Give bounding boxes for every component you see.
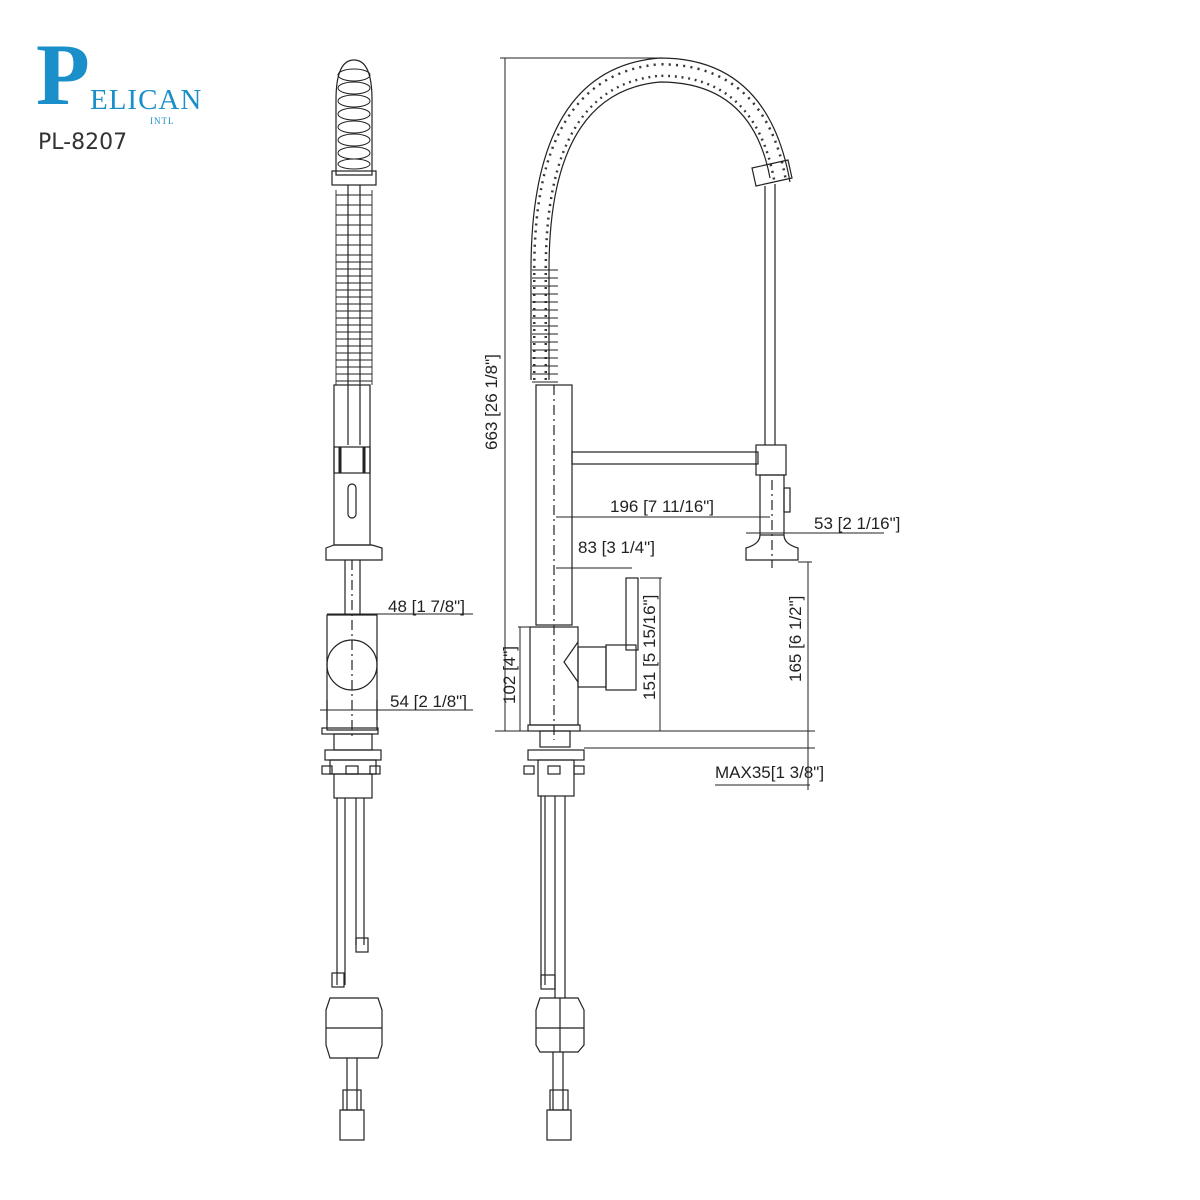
dim-overall-height: 663 [26 1/8"] bbox=[482, 354, 501, 450]
dimension-lines bbox=[495, 57, 884, 790]
dim-spray-clearance: 165 [6 1/2"] bbox=[786, 595, 805, 682]
dim-spray-head-diameter: 53 [2 1/16"] bbox=[814, 514, 901, 533]
dim-body-height: 102 [4"] bbox=[500, 645, 519, 704]
front-coil-lower bbox=[335, 190, 373, 385]
side-view bbox=[495, 57, 884, 1141]
dim-handle-reach: 83 [3 1/4"] bbox=[578, 538, 655, 557]
model-number: PL-8207 bbox=[38, 130, 128, 155]
dim-front-neck-width: 48 [1 7/8"] bbox=[388, 597, 465, 616]
dim-handle-height: 151 [5 15/16"] bbox=[640, 594, 659, 700]
logo-sub: INTL bbox=[150, 116, 175, 126]
logo-letter: P bbox=[36, 27, 90, 124]
pelican-logo: P ELICAN INTL bbox=[36, 27, 201, 127]
dim-front-body-width: 54 [2 1/8"] bbox=[390, 692, 467, 711]
front-coil-top bbox=[335, 59, 373, 176]
front-view bbox=[320, 59, 473, 1141]
dim-spout-reach: 196 [7 11/16"] bbox=[610, 497, 715, 516]
dim-deck-thickness: MAX35[1 3/8"] bbox=[715, 763, 825, 782]
logo-word: ELICAN bbox=[90, 84, 203, 116]
